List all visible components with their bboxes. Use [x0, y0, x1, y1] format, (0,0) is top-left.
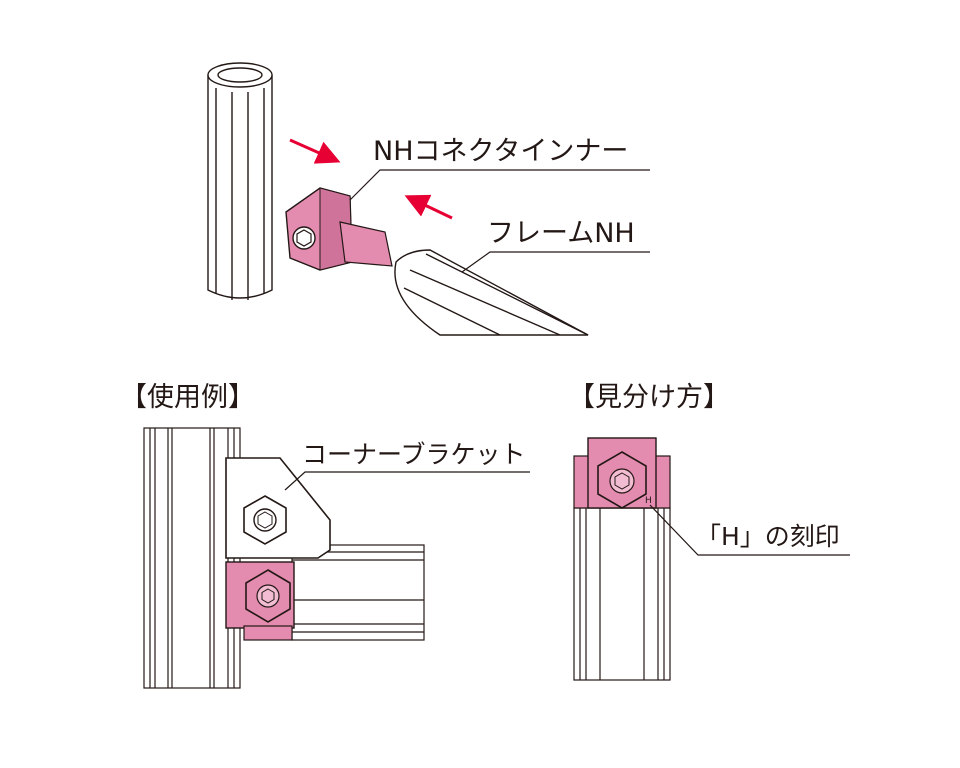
label-frame: フレームNH	[487, 218, 635, 249]
h-stamp-mark: H	[645, 496, 652, 506]
identify-connector-pink: H	[573, 437, 671, 509]
usage-connector-pink	[225, 561, 295, 641]
horizontal-frame-tube	[394, 249, 589, 336]
leader-corner-bracket	[284, 471, 530, 491]
label-h-stamp: 「H」の刻印	[696, 522, 840, 551]
corner-bracket-part	[225, 457, 331, 559]
heading-how-to-identify: 【見分け方】	[568, 382, 730, 413]
leader-lines-top	[349, 169, 650, 273]
usage-horizontal-frame	[291, 544, 425, 641]
arrow-into-vertical-tube	[289, 138, 341, 164]
insert-arrows	[289, 138, 453, 220]
label-corner-bracket: コーナーブラケット	[302, 440, 526, 469]
heading-usage-example: 【使用例】	[120, 382, 255, 413]
leader-connector-inner	[349, 169, 650, 201]
leader-frame	[461, 251, 650, 273]
vertical-frame-tube	[207, 62, 273, 300]
leader-h-stamp	[649, 504, 850, 556]
identify-frame	[573, 507, 671, 681]
label-connector-inner: NHコネクタインナー	[373, 136, 628, 167]
arrow-into-horizontal-tube	[404, 194, 453, 220]
nh-connector-inner-part	[285, 187, 393, 271]
